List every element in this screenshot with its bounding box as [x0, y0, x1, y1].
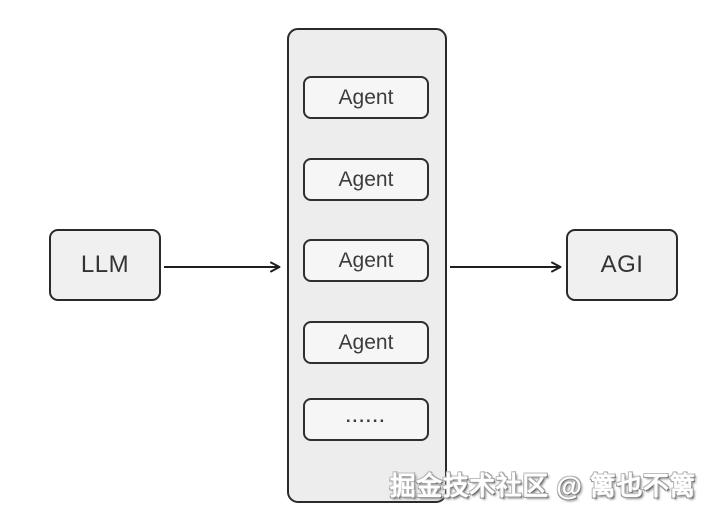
node-llm-label: LLM [80, 251, 130, 278]
agent-box-label: ...... [345, 406, 387, 426]
agent-box: Agent [303, 321, 429, 364]
agent-box-label: Agent [338, 248, 394, 272]
agent-box: Agent [303, 76, 429, 119]
agent-box: Agent [303, 239, 429, 282]
agent-box-label: Agent [338, 330, 394, 354]
agent-box-label: Agent [338, 167, 394, 191]
node-llm: LLM [49, 229, 161, 301]
agent-box: Agent [303, 158, 429, 201]
agent-box-ellipsis: ...... [303, 398, 429, 441]
agent-box-label: Agent [338, 85, 394, 109]
node-agi-label: AGI [600, 251, 644, 278]
agent-container: Agent Agent Agent Agent ...... [287, 28, 447, 503]
node-agi: AGI [566, 229, 678, 301]
watermark: 掘金技术社区 @ 篱也不篱 [389, 471, 696, 501]
